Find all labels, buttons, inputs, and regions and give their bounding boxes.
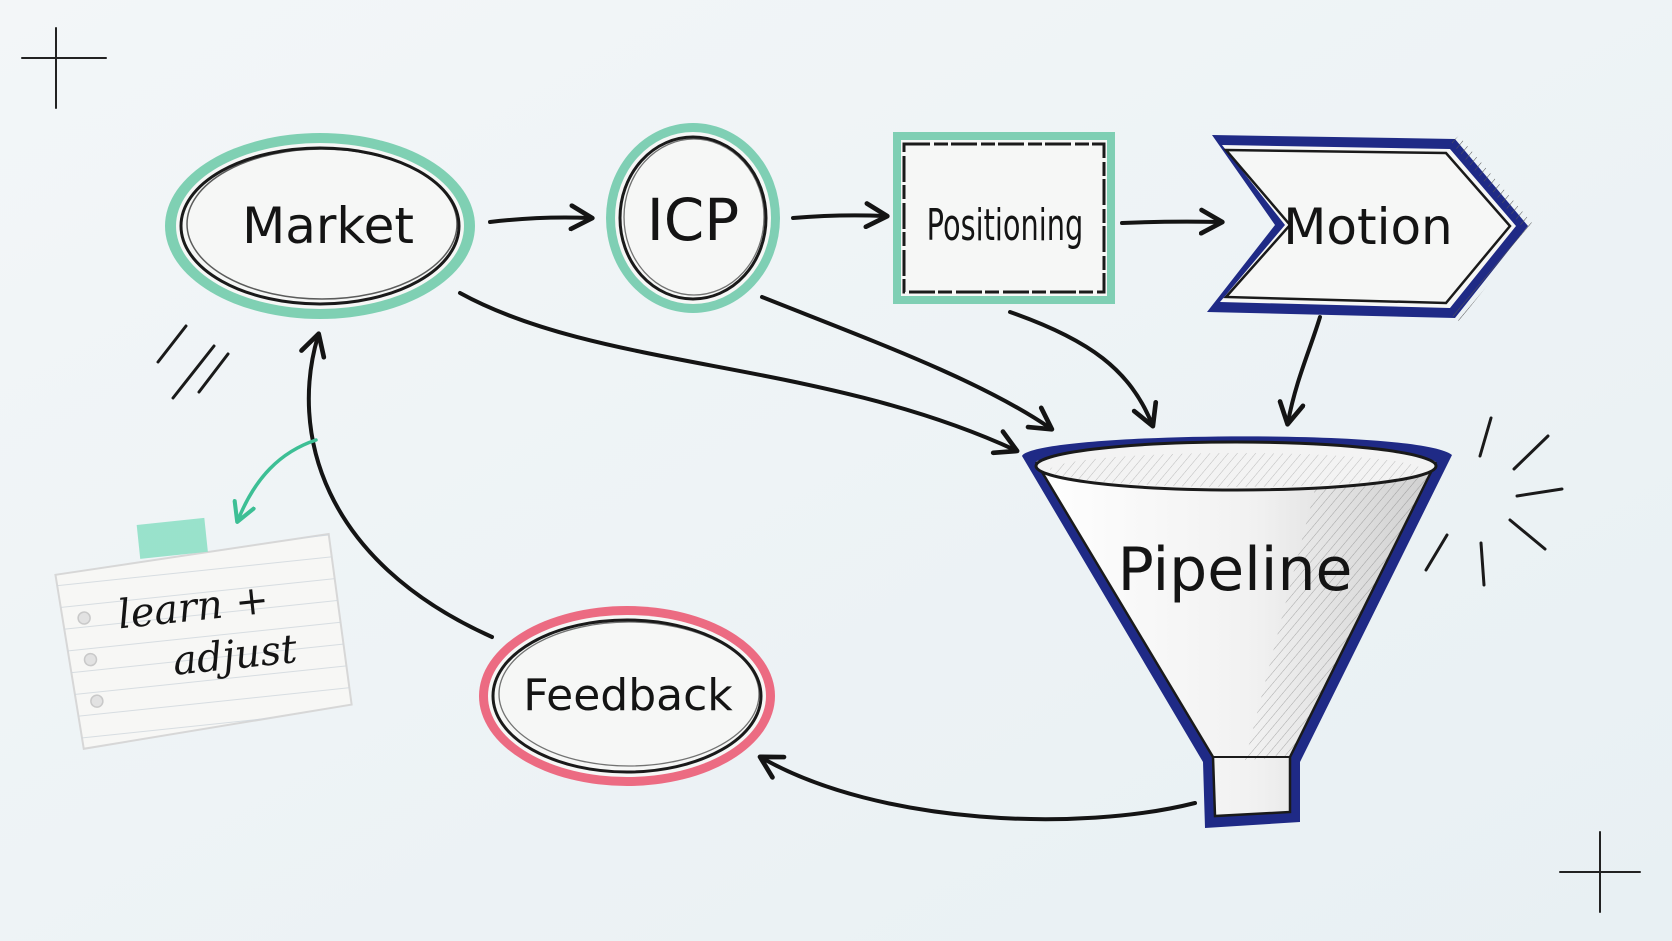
corner-mark-top-left — [21, 27, 107, 109]
node-feedback[interactable]: Feedback — [479, 606, 775, 786]
arrow-motion-to-pipeline — [1277, 315, 1322, 427]
note-tape — [136, 517, 208, 559]
arrow-market-to-pipeline — [458, 291, 1020, 456]
node-market-label: Market — [242, 197, 414, 255]
arrow-icp-to-positioning — [791, 201, 890, 230]
node-pipeline-label: Pipeline — [1118, 535, 1353, 605]
arrow-market-to-icp — [488, 203, 595, 232]
node-feedback-label: Feedback — [523, 670, 733, 721]
motion-lines-left — [156, 324, 230, 400]
node-pipeline[interactable]: Pipeline — [1022, 436, 1452, 828]
corner-mark-bottom-right — [1559, 831, 1641, 913]
arrow-positioning-to-motion — [1120, 207, 1225, 236]
arrow-icp-to-pipeline — [760, 295, 1055, 432]
node-positioning[interactable]: Positioning — [893, 132, 1115, 304]
node-motion-label: Motion — [1283, 198, 1453, 256]
node-positioning-label: Positioning — [927, 200, 1084, 251]
node-market[interactable]: Market — [165, 133, 475, 319]
connectors — [299, 201, 1322, 822]
burst-lines-right — [1424, 416, 1564, 587]
node-motion[interactable]: Motion — [1207, 135, 1535, 322]
arrow-pipeline-to-feedback — [757, 754, 1197, 822]
sticky-note: learn + adjust — [54, 517, 353, 750]
node-icp[interactable]: ICP — [606, 123, 780, 313]
arrow-teal-to-note — [232, 438, 318, 524]
arrow-feedback-to-market — [299, 331, 494, 639]
node-icp-label: ICP — [647, 186, 740, 254]
arrow-positioning-to-pipeline — [1008, 310, 1159, 429]
